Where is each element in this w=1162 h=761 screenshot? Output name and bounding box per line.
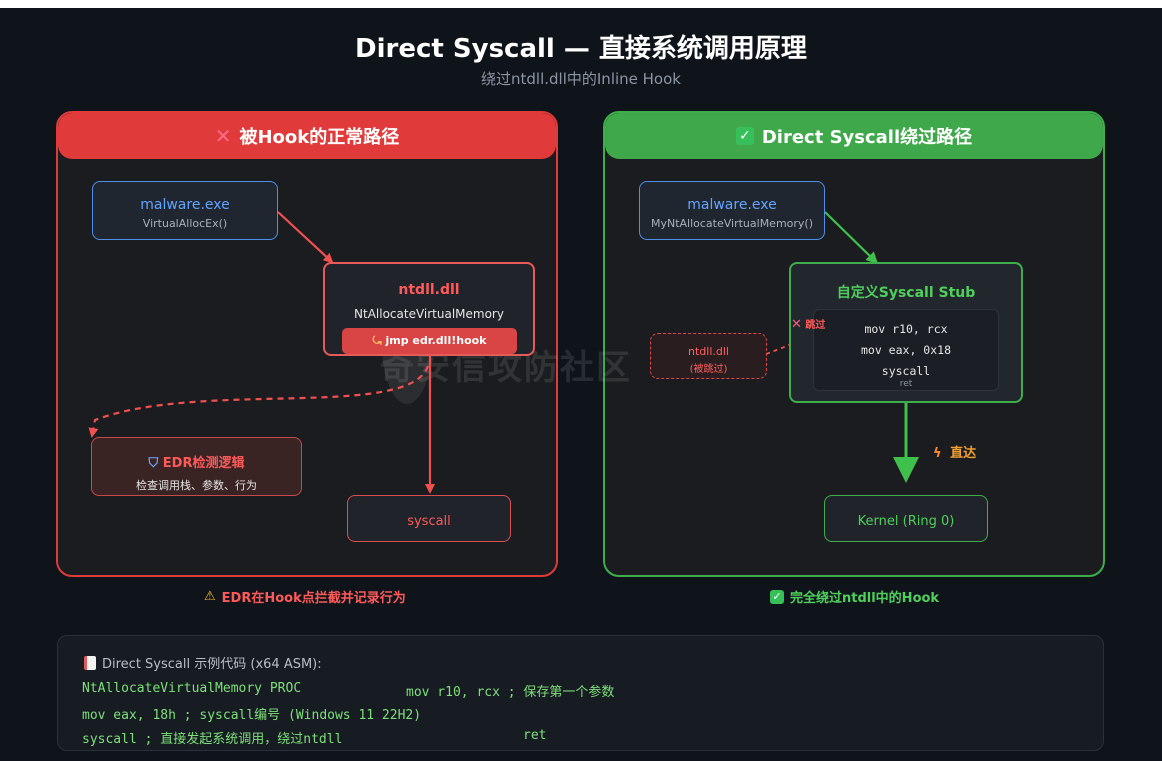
stub-line-1: mov r10, rcx [864, 322, 948, 336]
code-line-1a: NtAllocateVirtualMemory PROC [82, 681, 302, 696]
edr-node: ⛉ EDR检测逻辑 检查调用栈、参数、行为 [91, 437, 302, 496]
lightning-icon: ϟ [933, 446, 942, 461]
kernel-label: Kernel (Ring 0) [857, 514, 955, 529]
hooked-path-title: 被Hook的正常路径 [239, 127, 400, 148]
hook-label: jmp edr.dll!hook [385, 334, 487, 347]
left-ntdll-name: ntdll.dll [398, 282, 460, 298]
right-malware-name: malware.exe [687, 197, 777, 213]
page-title: Direct Syscall — 直接系统调用原理 [355, 34, 807, 64]
shield-icon: ⛉ [148, 456, 159, 471]
hooked-path-header: ✕ 被Hook的正常路径 [58, 113, 556, 159]
check-mark-icon: ✓ [735, 127, 754, 145]
skipped-ntdll-name: ntdll.dll [688, 345, 729, 358]
code-example-panel: Direct Syscall 示例代码 (x64 ASM): NtAllocat… [57, 635, 1104, 751]
stub-line-2: mov eax, 0x18 [860, 343, 951, 357]
hook-icon: ⤿ [372, 334, 382, 347]
right-footnote-text: 完全绕过ntdll中的Hook [790, 591, 940, 606]
left-footnote-text: EDR在Hook点拦截并记录行为 [221, 591, 406, 606]
warning-icon: ⚠ [204, 589, 216, 604]
left-malware-call: VirtualAllocEx() [142, 217, 228, 230]
code-line-1b: mov r10, rcx ; 保存第一个参数 [406, 685, 615, 700]
stub-line-3: syscall [881, 364, 931, 378]
right-footnote: ✓ 完全绕过ntdll中的Hook [770, 587, 939, 606]
direct-syscall-header: ✓ Direct Syscall绕过路径 [605, 113, 1103, 159]
direct-label-group: ϟ 直达 [933, 442, 976, 461]
code-line-2: mov eax, 18h ; syscall编号 (Windows 11 22H… [82, 708, 422, 723]
code-title-group: Direct Syscall 示例代码 (x64 ASM): [84, 653, 322, 672]
left-syscall-label: syscall [407, 514, 451, 529]
kernel-node: Kernel (Ring 0) [824, 495, 988, 542]
left-malware-name: malware.exe [140, 197, 230, 213]
left-syscall-node: syscall [347, 495, 511, 542]
stub-code-box: mov r10, rcx mov eax, 0x18 syscall ret [813, 309, 999, 391]
direct-syscall-title: Direct Syscall绕过路径 [761, 127, 973, 148]
code-line-3a: syscall ; 直接发起系统调用，绕过ntdll [82, 732, 343, 747]
skipped-ntdll-note: (被跳过) [689, 364, 728, 375]
skip-label-group: ✕ 跳过 [791, 316, 825, 332]
stub-ret: ret [899, 379, 913, 389]
page-subtitle: 绕过ntdll.dll中的Inline Hook [481, 70, 681, 88]
code-line-3b: ret [523, 728, 547, 743]
direct-label: 直达 [950, 446, 977, 461]
left-malware-node: malware.exe VirtualAllocEx() [92, 181, 278, 240]
cross-mark-icon: ✕ [214, 124, 232, 148]
left-footnote: ⚠ EDR在Hook点拦截并记录行为 [204, 587, 406, 606]
skipped-ntdll-node: ntdll.dll (被跳过) [650, 333, 767, 379]
skip-cross-icon: ✕ [791, 317, 802, 332]
footnote-check-icon: ✓ [770, 589, 784, 604]
right-malware-node: malware.exe MyNtAllocateVirtualMemory() [639, 181, 825, 240]
edr-desc: 检查调用栈、参数、行为 [136, 479, 257, 492]
memo-icon [84, 655, 96, 670]
skip-label: 跳过 [805, 320, 826, 331]
left-ntdll-func: NtAllocateVirtualMemory [354, 307, 504, 321]
hook-badge: ⤿ jmp edr.dll!hook [342, 328, 517, 354]
edr-title: EDR检测逻辑 [162, 456, 245, 471]
stub-title: 自定义Syscall Stub [836, 285, 976, 301]
code-title: Direct Syscall 示例代码 (x64 ASM): [102, 657, 322, 672]
right-malware-call: MyNtAllocateVirtualMemory() [650, 217, 814, 230]
